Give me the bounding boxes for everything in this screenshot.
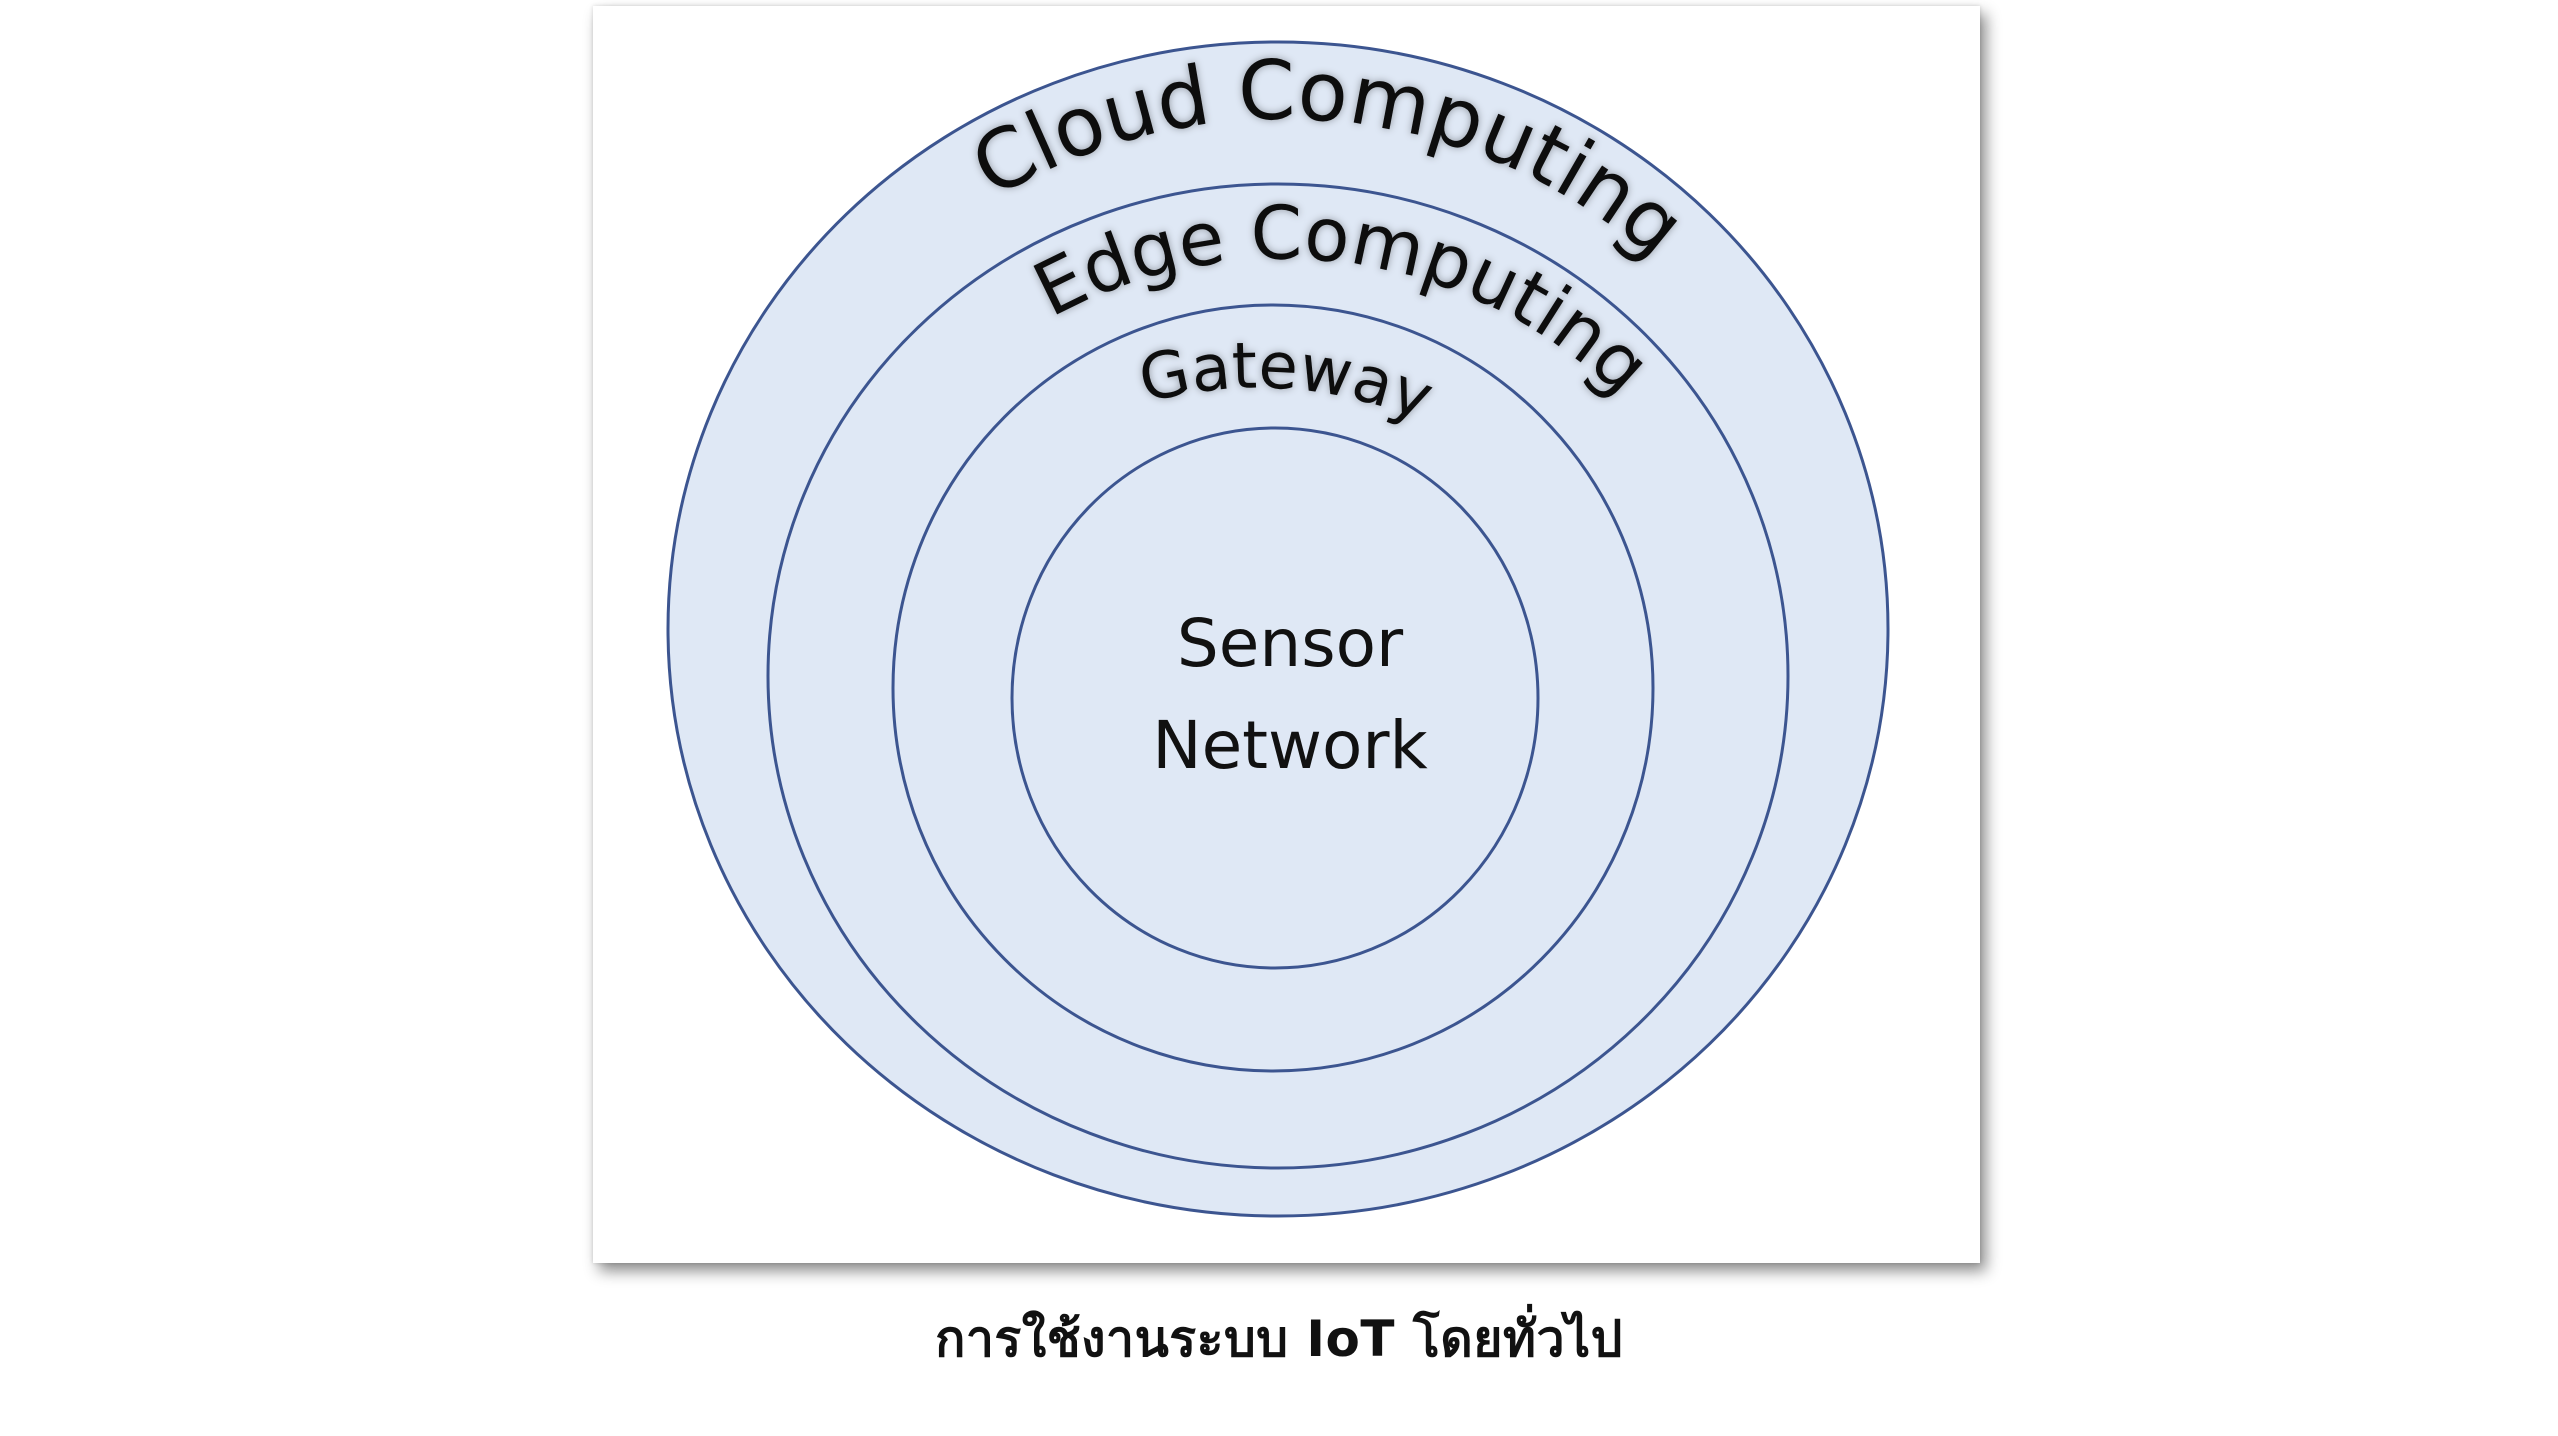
figure-caption: การใช้งานระบบ IoT โดยทั่วไป bbox=[935, 1310, 1623, 1368]
sensor-label: Sensor bbox=[1177, 605, 1404, 682]
concentric-layers-diagram: Cloud Computing Edge Computing Gateway S… bbox=[666, 40, 1890, 1218]
sensor-layer-circle bbox=[1010, 426, 1540, 970]
network-label: Network bbox=[1152, 707, 1428, 784]
diagram-card: Cloud Computing Edge Computing Gateway S… bbox=[593, 6, 1980, 1263]
